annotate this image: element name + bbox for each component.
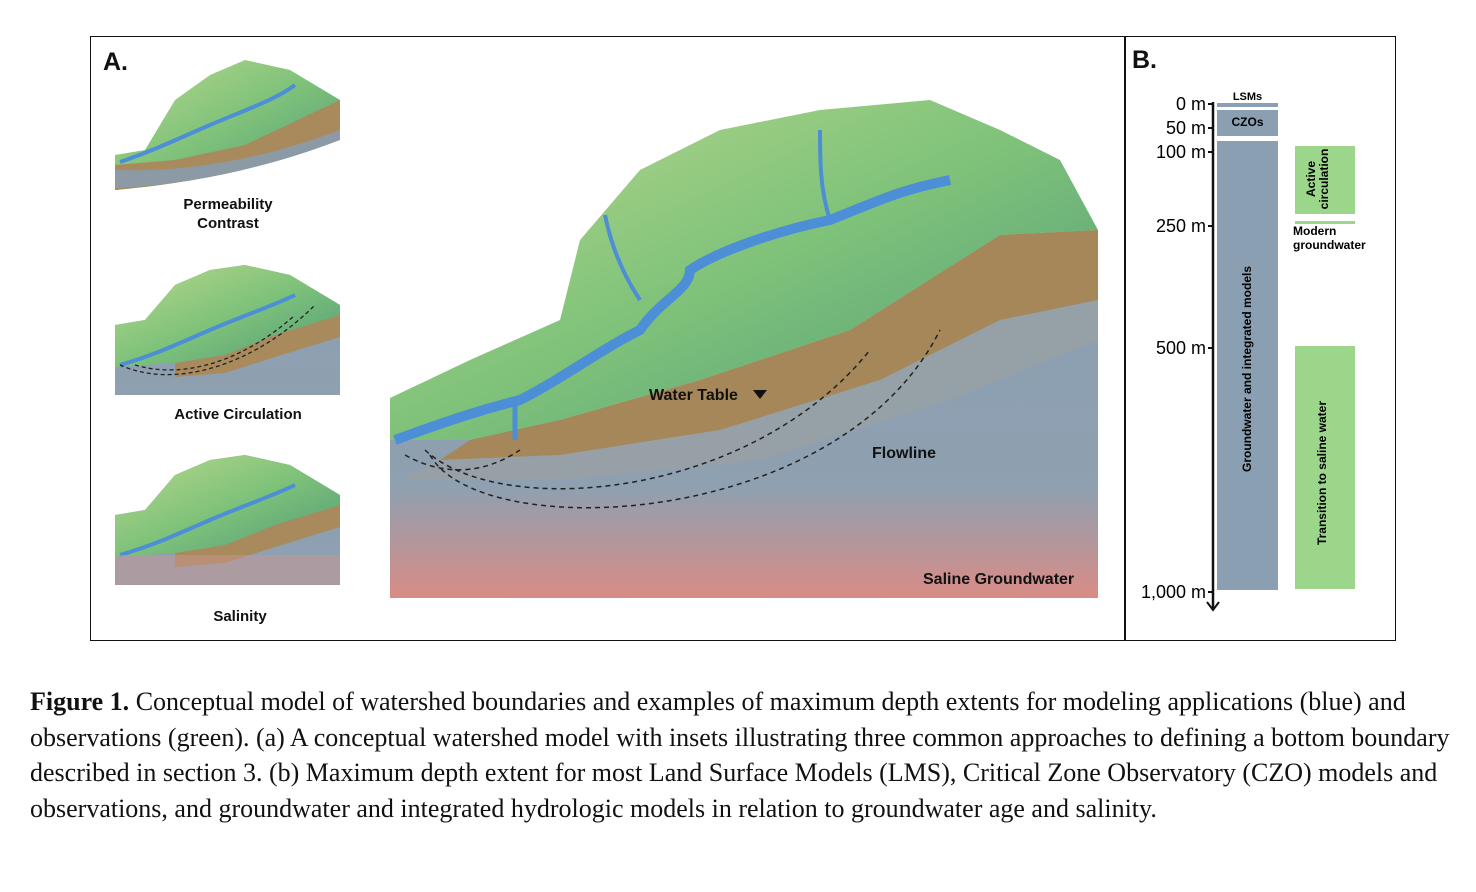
- inset-permeability-contrast: [115, 60, 340, 190]
- czos-label: CZOs: [1231, 115, 1264, 129]
- groundwater-models-label: Groundwater and integrated models: [1240, 265, 1254, 473]
- tick-0: 0 m: [1175, 94, 1206, 114]
- bar-czos: [1217, 110, 1278, 136]
- bar-lsms: [1217, 103, 1278, 107]
- flowline-label: Flowline: [872, 445, 936, 462]
- tick-500: 500 m: [1155, 338, 1206, 358]
- tick-100: 100 m: [1155, 142, 1206, 162]
- inset-active-circulation: [113, 263, 342, 397]
- saline-label: Saline Groundwater: [923, 571, 1075, 588]
- caption-title: Figure 1.: [30, 687, 130, 716]
- panel-a-label: A.: [103, 48, 128, 76]
- bar-groundwater-models: [1217, 141, 1278, 590]
- panel-divider: [1124, 36, 1126, 641]
- tick-1000: 1,000 m: [1140, 582, 1206, 602]
- inset-label-salinity: Salinity: [213, 608, 267, 625]
- panel-b-label: B.: [1132, 46, 1157, 74]
- caption-text: Conceptual model of watershed boundaries…: [30, 687, 1450, 823]
- lsms-label: LSMs: [1232, 91, 1263, 103]
- tick-50: 50 m: [1165, 118, 1206, 138]
- transition-saline-label: Transition to saline water: [1315, 400, 1329, 546]
- axis-arrow-icon: [1206, 601, 1220, 612]
- depth-chart: [1206, 102, 1355, 612]
- inset-label-active-circulation: Active Circulation: [174, 406, 302, 423]
- inset-salinity: [113, 453, 342, 587]
- figure-frame: [90, 36, 1396, 641]
- bar-active-circulation: [1295, 146, 1355, 214]
- water-table-marker-icon: [753, 390, 767, 399]
- water-table-label: Water Table: [649, 387, 738, 404]
- figure-caption: Figure 1. Conceptual model of watershed …: [30, 684, 1470, 826]
- bar-transition-saline: [1295, 346, 1355, 589]
- tick-250: 250 m: [1155, 216, 1206, 236]
- main-watershed-block: [390, 100, 1098, 598]
- active-circulation-label: Active circulation: [1304, 148, 1331, 210]
- bar-modern-groundwater: [1295, 221, 1355, 224]
- modern-groundwater-label: Modern groundwater: [1293, 224, 1366, 252]
